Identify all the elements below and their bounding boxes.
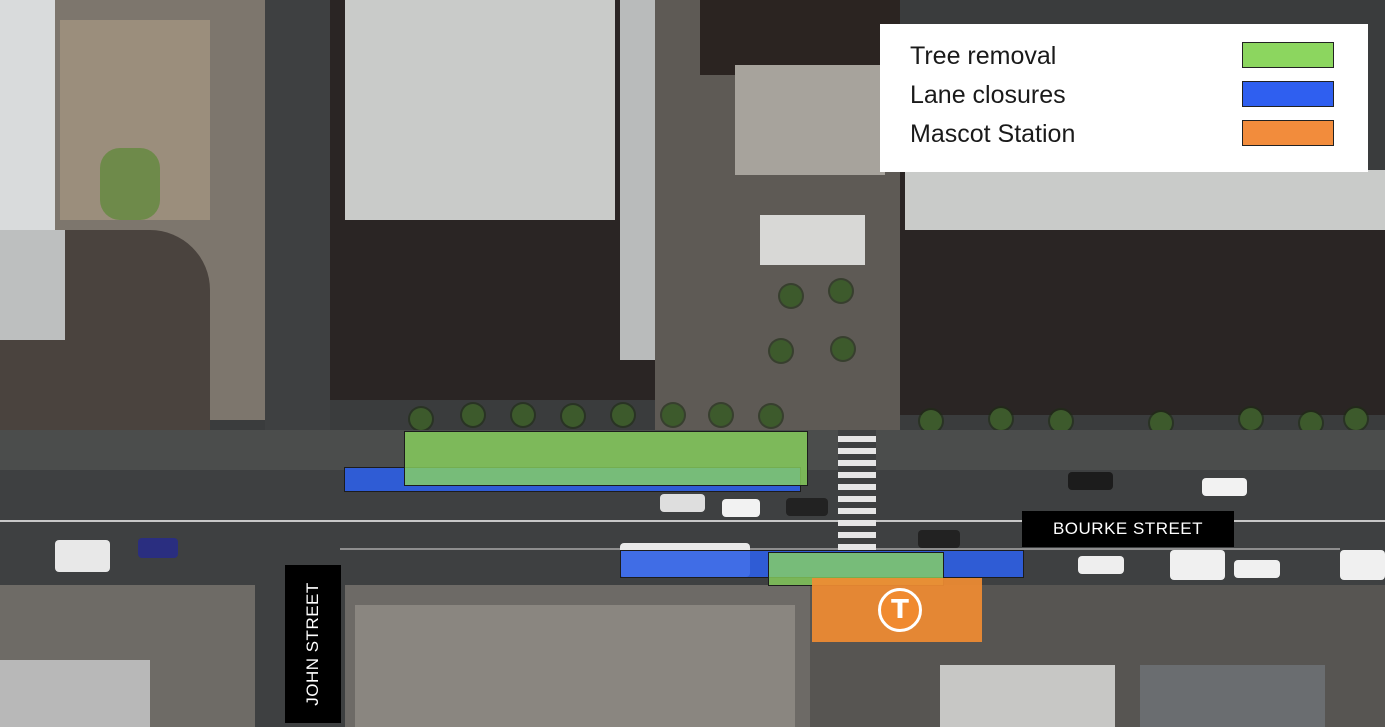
street-tree	[1345, 408, 1367, 430]
plaza-terrace	[735, 65, 885, 175]
vehicle	[1234, 560, 1280, 578]
legend-label-mascot-station: Mascot Station	[910, 120, 1076, 148]
street-tree	[1240, 408, 1262, 430]
pedestrian-crossing	[838, 430, 876, 550]
building-central-roof	[345, 0, 615, 220]
tree-removal-north	[404, 431, 808, 486]
plaza-tree	[832, 338, 854, 360]
street-tree	[710, 404, 732, 426]
bourke-street-label: BOURKE STREET	[1022, 511, 1234, 547]
building-southeast-roof	[940, 665, 1115, 727]
street-tree	[1300, 412, 1322, 434]
building-northwest-tower	[0, 0, 55, 230]
vehicle	[786, 498, 828, 516]
legend-swatch-lane-closures	[1242, 81, 1334, 107]
vehicle	[1170, 550, 1225, 580]
john-street-label-box: JOHN STREET	[285, 565, 341, 723]
map-legend: Tree removal Lane closures Mascot Statio…	[880, 24, 1368, 172]
legend-label-tree-removal: Tree removal	[910, 42, 1057, 70]
street-tree	[462, 404, 484, 426]
legend-label-lane-closures: Lane closures	[910, 81, 1066, 109]
building-west-roof	[0, 230, 65, 340]
john-street-road-north	[265, 0, 330, 500]
legend-row-mascot-station: Mascot Station	[910, 118, 1340, 154]
plaza-shelter	[760, 215, 865, 265]
street-tree	[562, 405, 584, 427]
legend-swatch-tree-removal	[1242, 42, 1334, 68]
plaza-tree	[780, 285, 802, 307]
vehicle	[1068, 472, 1113, 490]
building-east-roof	[905, 170, 1385, 230]
vehicle	[1340, 550, 1385, 580]
building-south-central-roof	[355, 605, 795, 727]
building-southwest-roof	[0, 660, 150, 727]
legend-row-tree-removal: Tree removal	[910, 40, 1340, 76]
vehicle	[1202, 478, 1247, 496]
vehicle	[722, 499, 760, 517]
lane-line	[0, 520, 1385, 522]
vehicle	[1078, 556, 1124, 574]
vehicle	[55, 540, 110, 572]
vehicle	[918, 530, 960, 548]
street-tree	[662, 404, 684, 426]
street-tree	[990, 408, 1012, 430]
building-southeast-roof-2	[1140, 665, 1325, 727]
train-station-icon: T	[878, 588, 922, 632]
street-tree	[1050, 410, 1072, 432]
building-plaza-north	[700, 0, 900, 75]
street-tree	[760, 405, 782, 427]
building-central-edge	[620, 0, 655, 360]
vehicle	[138, 538, 178, 558]
street-tree	[512, 404, 534, 426]
street-tree	[1150, 412, 1172, 434]
plaza-tree	[770, 340, 792, 362]
street-tree	[920, 410, 942, 432]
vehicle	[660, 494, 705, 512]
legend-swatch-mascot-station	[1242, 120, 1334, 146]
john-street-label: JOHN STREET	[303, 582, 322, 706]
lawn-patch	[100, 148, 160, 220]
plaza-tree	[830, 280, 852, 302]
street-tree	[410, 408, 432, 430]
legend-row-lane-closures: Lane closures	[910, 79, 1340, 115]
street-tree	[612, 404, 634, 426]
